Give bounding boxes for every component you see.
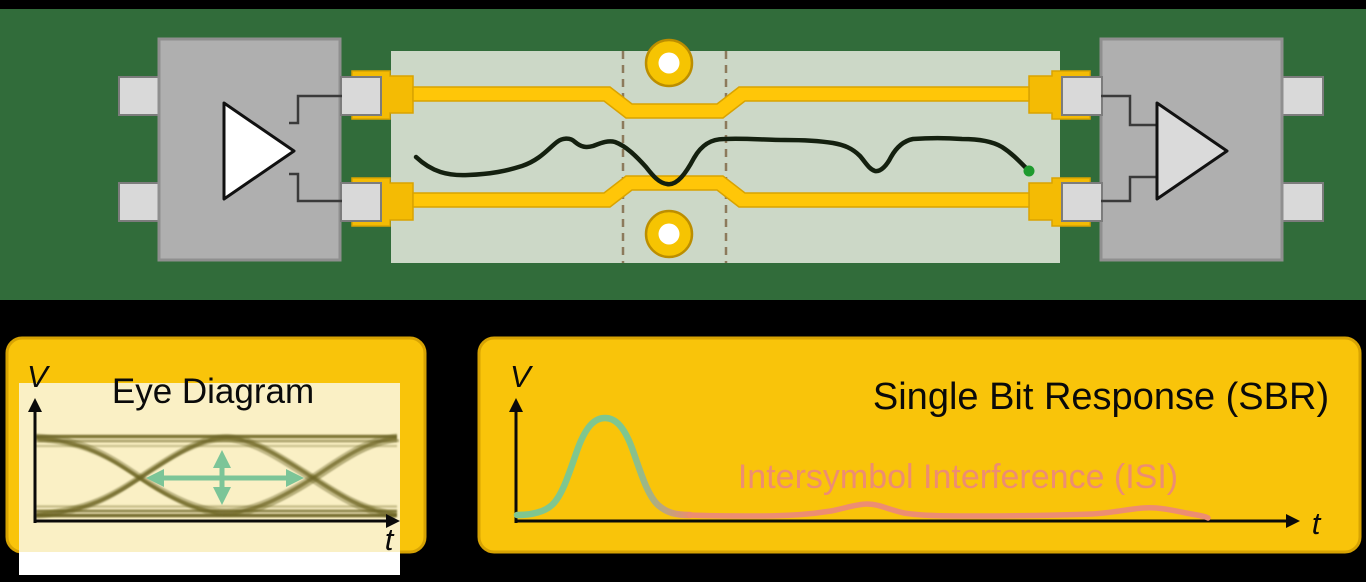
sbr-y-axis-arrow-icon (509, 398, 523, 412)
rx-pad-inner-top (1061, 76, 1103, 116)
tx-fork-top (289, 94, 342, 125)
eye-opening-arrows (146, 450, 304, 505)
sbr-panel-title: Single Bit Response (SBR) (873, 376, 1329, 418)
signal-waveform-icon (413, 136, 1031, 187)
eye-y-axis-label: V (27, 359, 51, 394)
rx-pad-outer-bottom (1281, 182, 1324, 222)
sbr-pulse-curve (513, 414, 694, 519)
pcb-illustration (0, 9, 1366, 300)
isi-annotation: Intersymbol Interference (ISI) (738, 458, 1178, 496)
eye-diagram-panel: V Eye Diagram t (5, 336, 427, 575)
sbr-axes (509, 398, 1300, 528)
receiver-triangle-icon (1155, 101, 1229, 201)
transmitter-chip (118, 37, 382, 262)
driver-triangle-icon (222, 101, 296, 201)
via-bottom-hole (658, 223, 680, 245)
isi-tail-curve (687, 501, 1211, 521)
eye-plot-white-margin (19, 552, 400, 575)
signal-endpoint-dot-icon (1023, 165, 1035, 177)
eye-x-axis-label: t (385, 522, 395, 557)
tx-pad-inner-top (340, 76, 382, 116)
receiver-chip (1061, 37, 1324, 262)
via-top-hole (658, 52, 680, 74)
tx-pad-inner-bottom (340, 182, 382, 222)
sbr-y-axis-label: V (510, 359, 534, 394)
rx-pad-outer-top (1281, 76, 1324, 116)
sbr-panel-background (477, 336, 1362, 554)
tx-pad-outer-bottom (118, 182, 161, 222)
differential-trace-top (412, 86, 1030, 119)
eye-x-axis-arrow-icon (386, 514, 400, 528)
tx-fork-bottom (289, 172, 342, 203)
eye-trace-bundle (32, 433, 401, 519)
rx-fork-bottom (1101, 175, 1157, 203)
eye-panel-title: Eye Diagram (112, 372, 314, 411)
rx-pad-inner-bottom (1061, 182, 1103, 222)
sbr-panel: V Single Bit Response (SBR) Intersymbol … (477, 336, 1362, 554)
sbr-x-axis-arrow-icon (1286, 514, 1300, 528)
rx-fork-top (1101, 94, 1157, 127)
differential-trace-bottom (412, 175, 1030, 208)
eye-y-axis-arrow-icon (28, 398, 42, 412)
sbr-x-axis-label: t (1312, 506, 1322, 541)
tx-pad-outer-top (118, 76, 161, 116)
eye-axes (28, 398, 400, 528)
